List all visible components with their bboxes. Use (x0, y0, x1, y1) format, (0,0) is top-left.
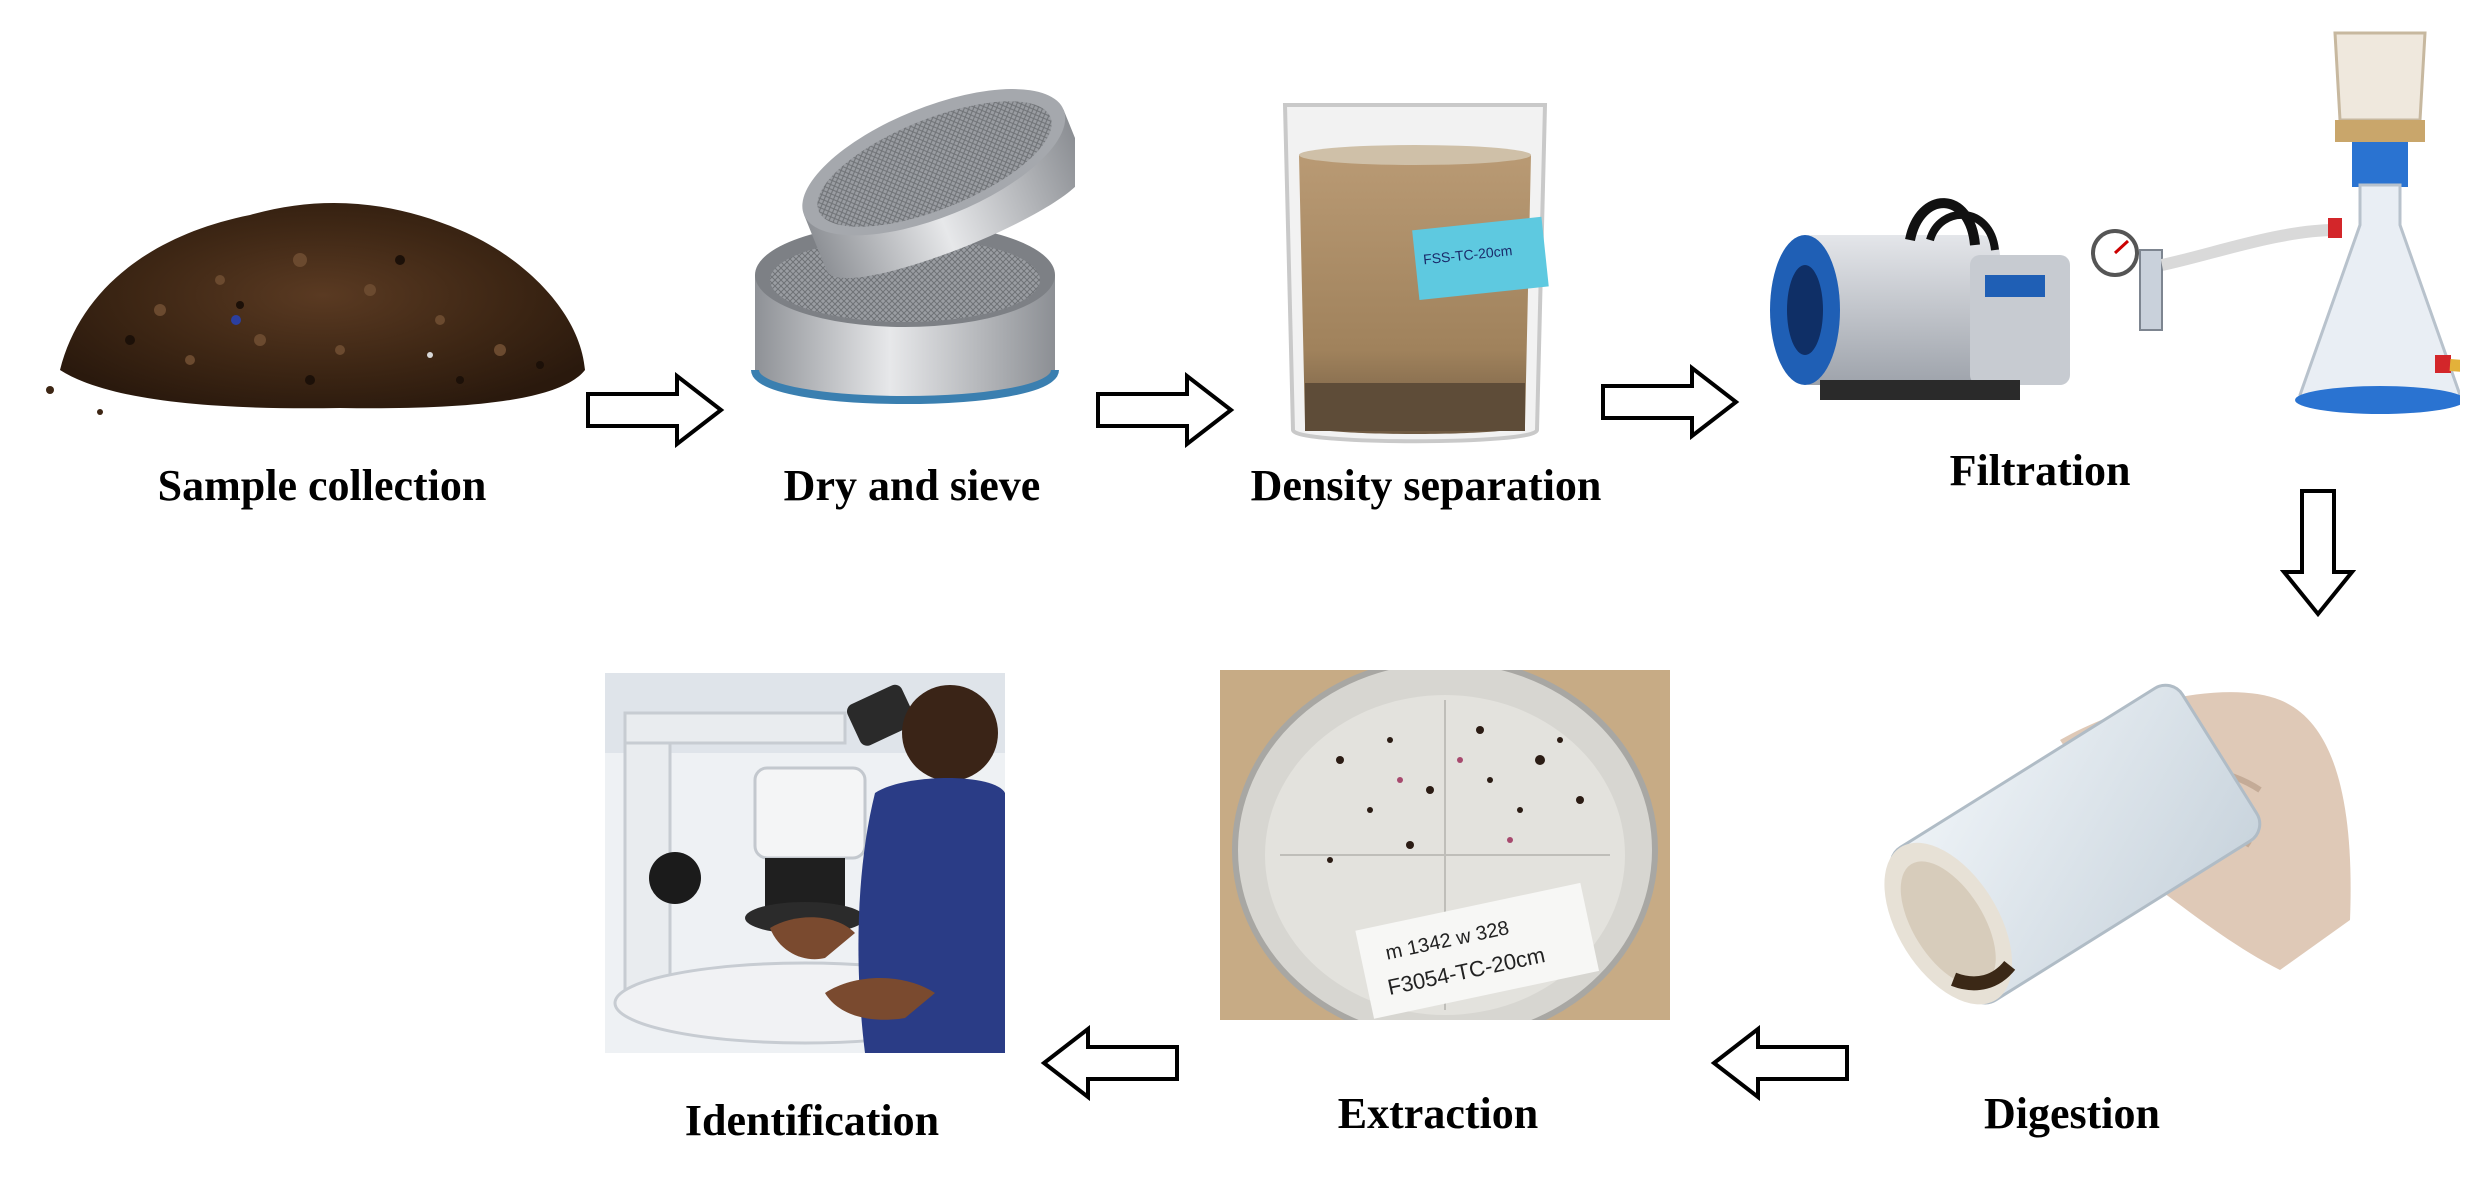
arrow-left-icon (1040, 1025, 1179, 1101)
beaker-tag (1412, 216, 1549, 301)
step-density-separation: FSS-TC-20cm (1275, 95, 1555, 455)
arrow-right-icon (1096, 372, 1235, 448)
petri-tag (1355, 882, 1600, 1019)
hand-holding-tube-image (1884, 683, 2351, 1005)
soil-pile-image (46, 203, 593, 415)
metal-sieves-image (751, 89, 1075, 404)
step-digestion (1810, 660, 2360, 1030)
person-at-microscope-image (605, 673, 1005, 1053)
arrow-left-icon (1710, 1025, 1849, 1101)
label-density-separation: Density separation (1250, 461, 1602, 510)
petri-dish-with-particles-image: m 1342 w 328 F3054-TC-20cm (1220, 670, 1670, 1020)
label-identification: Identification (684, 1096, 940, 1145)
label-digestion: Digestion (1984, 1089, 2160, 1138)
arrow-right-icon (1601, 364, 1740, 440)
label-extraction: Extraction (1337, 1089, 1539, 1138)
label-sample-collection: Sample collection (157, 461, 487, 510)
step-extraction: m 1342 w 328 F3054-TC-20cm (1220, 670, 1670, 1020)
arrow-right-icon (586, 372, 725, 448)
step-filtration (1760, 25, 2460, 435)
label-filtration: Filtration (1949, 446, 2131, 495)
step-dry-sieve (745, 70, 1075, 440)
step-identification (605, 673, 1005, 1053)
label-dry-sieve: Dry and sieve (783, 461, 1041, 510)
arrow-down-icon (2280, 489, 2356, 618)
beaker-with-sample-image: FSS-TC-20cm (1282, 103, 1549, 444)
vacuum-pump-filter-flask-image (1770, 31, 2460, 414)
step-sample-collection (40, 140, 600, 440)
